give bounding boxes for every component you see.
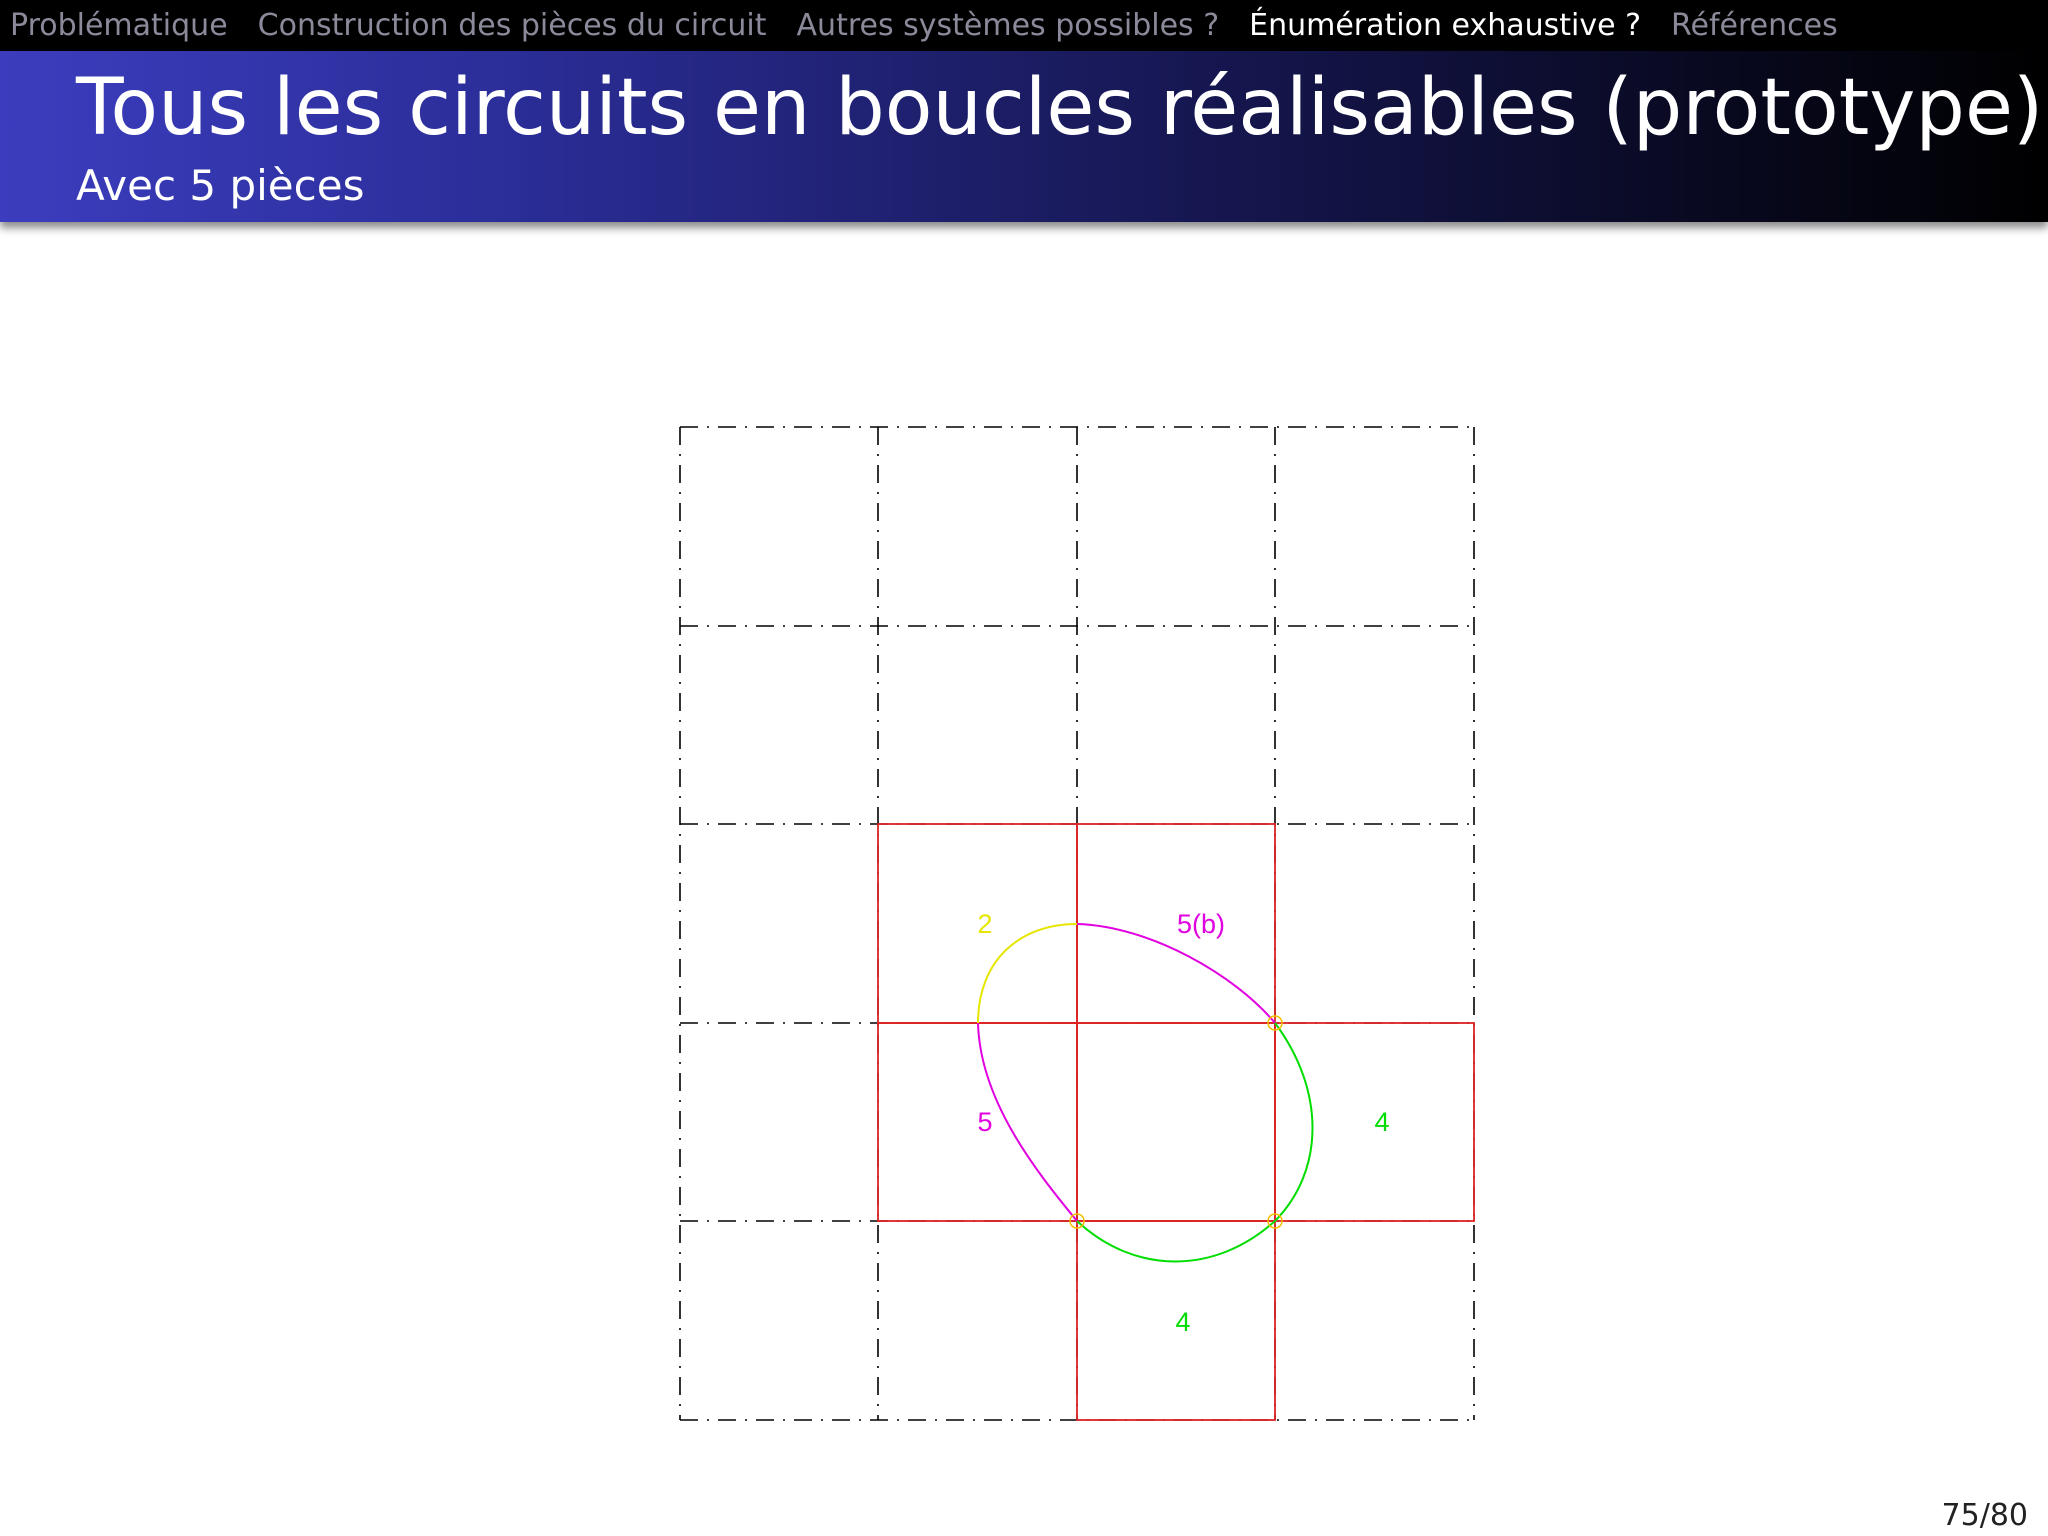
nav-item-enumeration[interactable]: Énumération exhaustive ?	[1249, 8, 1641, 43]
nav-item-construction[interactable]: Construction des pièces du circuit	[257, 8, 767, 43]
track-loop	[977, 923, 1314, 1263]
page-number: 75/80	[1941, 1498, 2028, 1533]
track-piece-5b	[1076, 923, 1276, 1024]
track-piece-4-bottom	[1076, 1220, 1276, 1263]
nav-item-problematique[interactable]: Problématique	[10, 8, 228, 43]
track-piece-4-right	[1274, 1022, 1314, 1222]
joints	[1069, 1015, 1283, 1229]
piece-label-4-right: 4	[1374, 1107, 1389, 1137]
nav-item-references[interactable]: Références	[1671, 8, 1838, 43]
frame-subtitle: Avec 5 pièces	[76, 161, 365, 210]
joint-marker	[1267, 1015, 1283, 1031]
track-piece-2	[977, 923, 1078, 1024]
track-piece-5	[977, 1022, 1078, 1222]
piece-label-5: 5	[977, 1107, 992, 1137]
joint-marker	[1267, 1213, 1283, 1229]
frame-title: Tous les circuits en boucles réalisables…	[76, 63, 2044, 153]
nav-item-autres-systemes[interactable]: Autres systèmes possibles ?	[796, 8, 1220, 43]
frame-title-bar: Tous les circuits en boucles réalisables…	[0, 51, 2048, 222]
piece-label-2: 2	[977, 909, 992, 939]
navigation-bar: Problématique Construction des pièces du…	[0, 0, 2048, 51]
piece-label-4-bottom: 4	[1175, 1307, 1190, 1337]
piece-label-5b: 5(b)	[1177, 909, 1225, 939]
cell-outline-center	[1076, 1022, 1276, 1222]
joint-marker	[1069, 1213, 1085, 1229]
